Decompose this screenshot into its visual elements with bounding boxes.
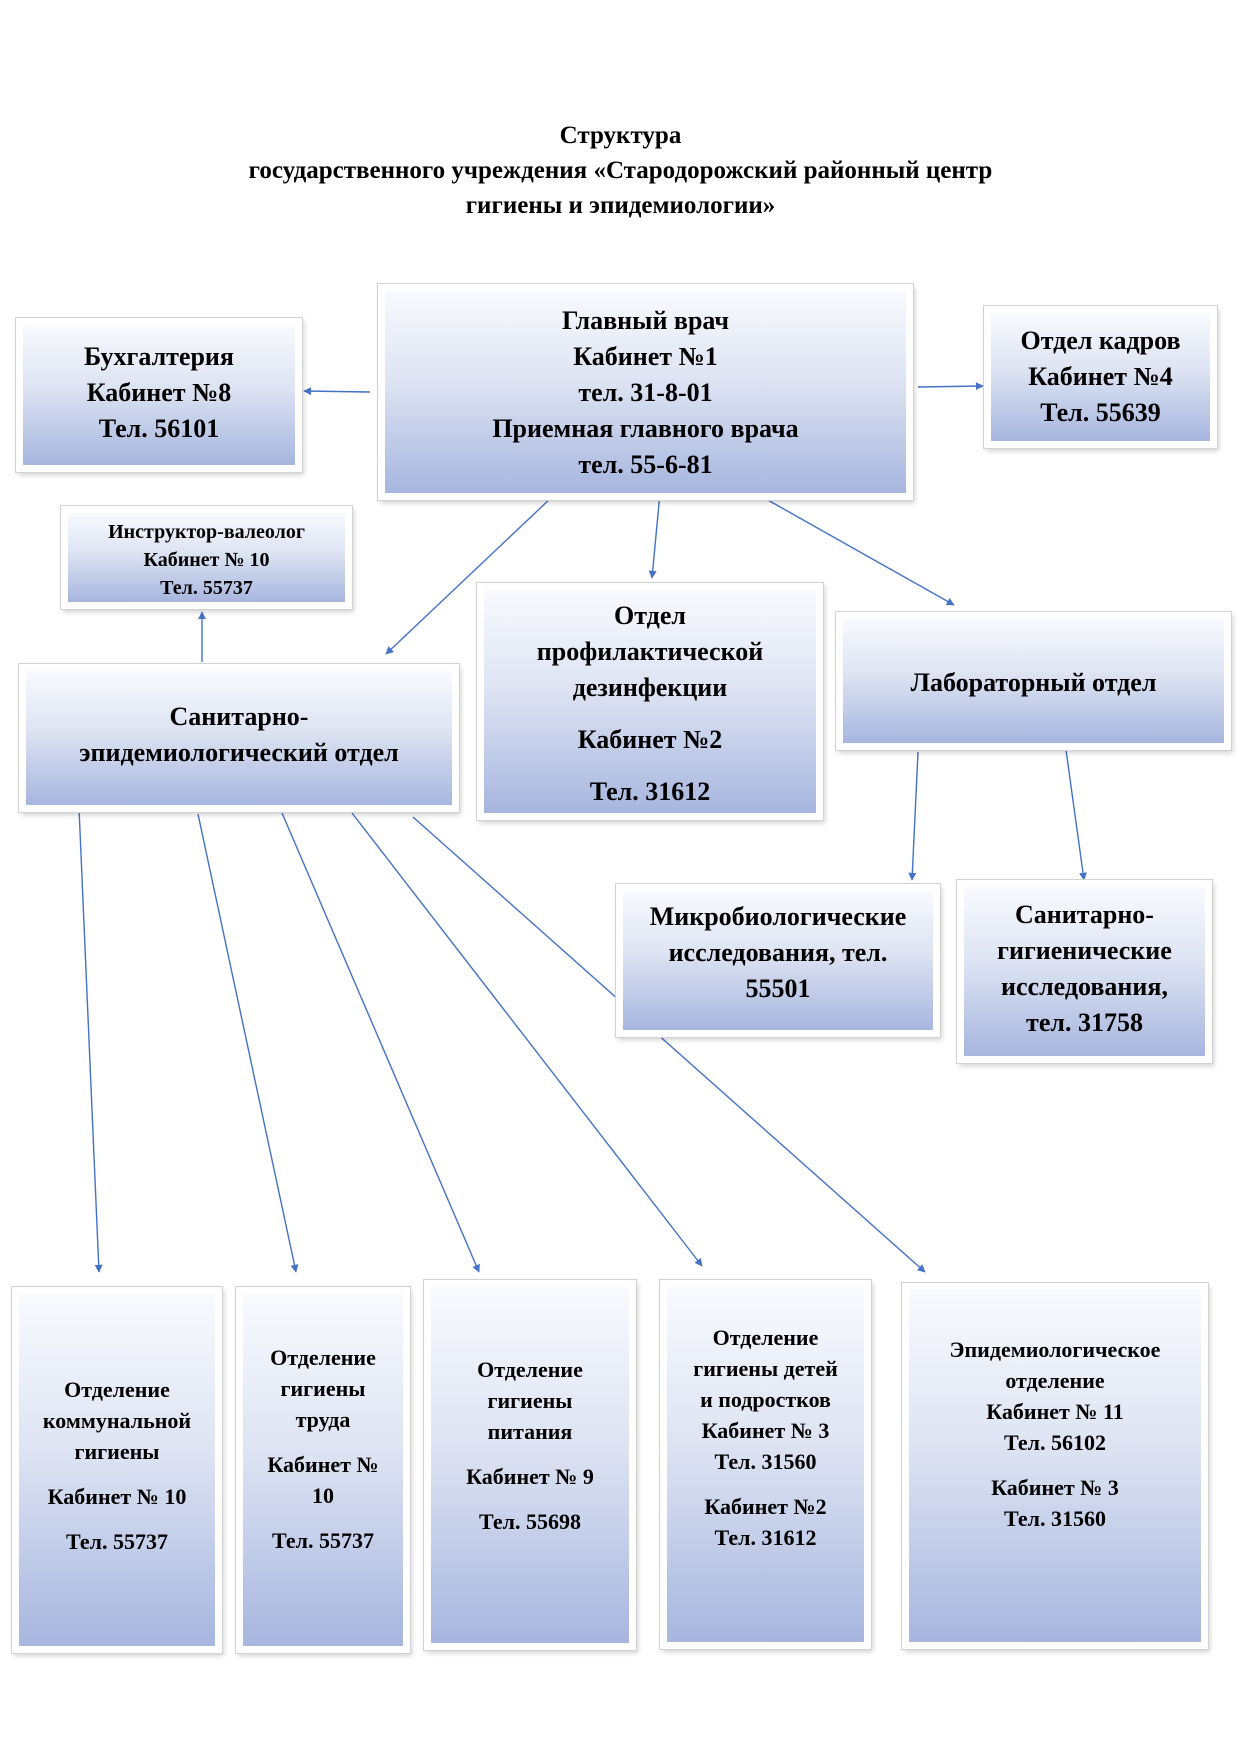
- epid-line2: отделение: [1005, 1368, 1105, 1393]
- node-lab-department: Лабораторный отдел: [836, 612, 1231, 750]
- sanhyg-line1: Санитарно-: [1015, 900, 1154, 929]
- accounting-title: Бухгалтерия: [84, 342, 234, 371]
- epid-phone2: Тел. 31560: [1004, 1506, 1106, 1531]
- arrow-sanepid-to-children: [351, 812, 703, 1267]
- hr-phone: Тел. 55639: [1040, 398, 1161, 427]
- instructor-room: Кабинет № 10: [143, 549, 270, 571]
- arrow-sanepid-to-labor: [197, 813, 299, 1273]
- accounting-phone: Тел. 56101: [98, 414, 220, 443]
- nutrition-line1: Отделение: [477, 1357, 583, 1382]
- chief-room: Кабинет №1: [573, 342, 718, 371]
- diagram-title-line2: государственного учреждения «Стародорожс…: [248, 157, 993, 184]
- labor-line3: труда: [295, 1407, 351, 1432]
- communal-line3: гигиены: [74, 1439, 160, 1464]
- node-nutrition-hygiene: Отделение гигиены питания Кабинет № 9 Те…: [424, 1280, 636, 1650]
- node-microbiology: Микробиологические исследования, тел. 55…: [616, 884, 940, 1037]
- disinfection-line1: Отдел: [614, 601, 686, 630]
- arrow-lab-to-sanhyg: [1065, 749, 1087, 881]
- chief-title: Главный врач: [561, 306, 730, 335]
- labor-phone: Тел. 55737: [272, 1528, 374, 1553]
- communal-line1: Отделение: [64, 1377, 170, 1402]
- children-room2: Кабинет №2: [704, 1494, 827, 1519]
- disinfection-room: Кабинет №2: [577, 725, 723, 754]
- sanhyg-line4: тел. 31758: [1026, 1008, 1143, 1037]
- epid-room2: Кабинет № 3: [991, 1475, 1119, 1500]
- arrow-sanepid-to-communal: [78, 807, 103, 1273]
- children-line2: гигиены детей: [693, 1356, 838, 1381]
- arrow-lab-to-microbio: [908, 751, 919, 881]
- communal-room: Кабинет № 10: [47, 1484, 187, 1509]
- labor-line2: гигиены: [280, 1376, 366, 1401]
- labor-room: Кабинет №: [267, 1452, 379, 1477]
- microbio-line1: Микробиологические: [649, 902, 907, 931]
- diagram-title-line3: гигиены и эпидемиологии»: [465, 192, 776, 219]
- arrow-chief-to-sanepid: [385, 496, 553, 655]
- sanhyg-line3: исследования,: [1001, 972, 1168, 1001]
- hr-title: Отдел кадров: [1020, 326, 1181, 355]
- diagram-title-line1: Структура: [559, 122, 682, 149]
- arrow-chief-to-accounting: [303, 387, 371, 396]
- epid-room1: Кабинет № 11: [986, 1399, 1124, 1424]
- instructor-title: Инструктор-валеолог: [108, 521, 305, 543]
- hr-room: Кабинет №4: [1028, 362, 1173, 391]
- chief-reception: Приемная главного врача: [492, 414, 799, 443]
- children-phone1: Тел. 31560: [714, 1449, 817, 1474]
- sanepid-line2: эпидемиологический отдел: [79, 738, 399, 767]
- communal-line2: коммунальной: [42, 1408, 192, 1433]
- nutrition-phone: Тел. 55698: [479, 1509, 581, 1534]
- node-accounting: Бухгалтерия Кабинет №8 Тел. 56101: [16, 318, 302, 472]
- node-sanepid-department: Санитарно- эпидемиологический отдел: [19, 664, 459, 812]
- node-communal-hygiene: Отделение коммунальной гигиены Кабинет №…: [12, 1287, 222, 1653]
- node-labor-hygiene: Отделение гигиены труда Кабинет № 10 Тел…: [236, 1287, 410, 1653]
- sanepid-line1: Санитарно-: [169, 702, 309, 731]
- node-disinfection-department: Отдел профилактической дезинфекции Кабин…: [477, 583, 823, 820]
- labor-room-number: 10: [312, 1483, 334, 1508]
- microbio-line2: исследования, тел.: [668, 938, 888, 967]
- node-sanitary-hygiene-research: Санитарно- гигиенические исследования, т…: [957, 880, 1212, 1063]
- microbio-line3: 55501: [745, 974, 811, 1003]
- epid-phone1: Тел. 56102: [1004, 1430, 1106, 1455]
- node-hr: Отдел кадров Кабинет №4 Тел. 55639: [984, 306, 1217, 448]
- communal-phone: Тел. 55737: [66, 1529, 168, 1554]
- nutrition-line3: питания: [487, 1419, 573, 1444]
- arrow-chief-to-disinfection: [648, 492, 661, 579]
- arrow-sanepid-to-nutrition: [281, 812, 480, 1273]
- arrow-sanepid-to-epid: [412, 816, 926, 1273]
- arrow-chief-to-lab: [765, 498, 955, 606]
- disinfection-line2: профилактической: [536, 637, 764, 666]
- children-line1: Отделение: [712, 1325, 819, 1350]
- children-room1: Кабинет № 3: [701, 1418, 830, 1443]
- disinfection-phone: Тел. 31612: [589, 777, 711, 806]
- children-line3: и подростков: [700, 1387, 831, 1412]
- node-children-hygiene: Отделение гигиены детей и подростков Каб…: [660, 1280, 871, 1649]
- node-instructor: Инструктор-валеолог Кабинет № 10 Тел. 55…: [61, 506, 352, 609]
- accounting-room: Кабинет №8: [86, 378, 232, 407]
- chief-phone: тел. 31-8-01: [578, 378, 713, 407]
- nutrition-line2: гигиены: [487, 1388, 573, 1413]
- chief-reception-phone: тел. 55-6-81: [578, 450, 713, 479]
- node-chief-doctor: Главный врач Кабинет №1 тел. 31-8-01 При…: [378, 284, 913, 500]
- instructor-phone: Тел. 55737: [160, 577, 253, 599]
- disinfection-line3: дезинфекции: [572, 673, 728, 702]
- node-epidemiology: Эпидемиологическое отделение Кабинет № 1…: [902, 1283, 1208, 1649]
- children-phone2: Тел. 31612: [714, 1525, 817, 1550]
- sanhyg-line2: гигиенические: [997, 936, 1172, 965]
- arrow-chief-to-hr: [917, 382, 984, 391]
- nutrition-room: Кабинет № 9: [466, 1464, 594, 1489]
- lab-title: Лабораторный отдел: [910, 668, 1157, 697]
- epid-line1: Эпидемиологическое: [949, 1337, 1161, 1362]
- labor-line1: Отделение: [270, 1345, 376, 1370]
